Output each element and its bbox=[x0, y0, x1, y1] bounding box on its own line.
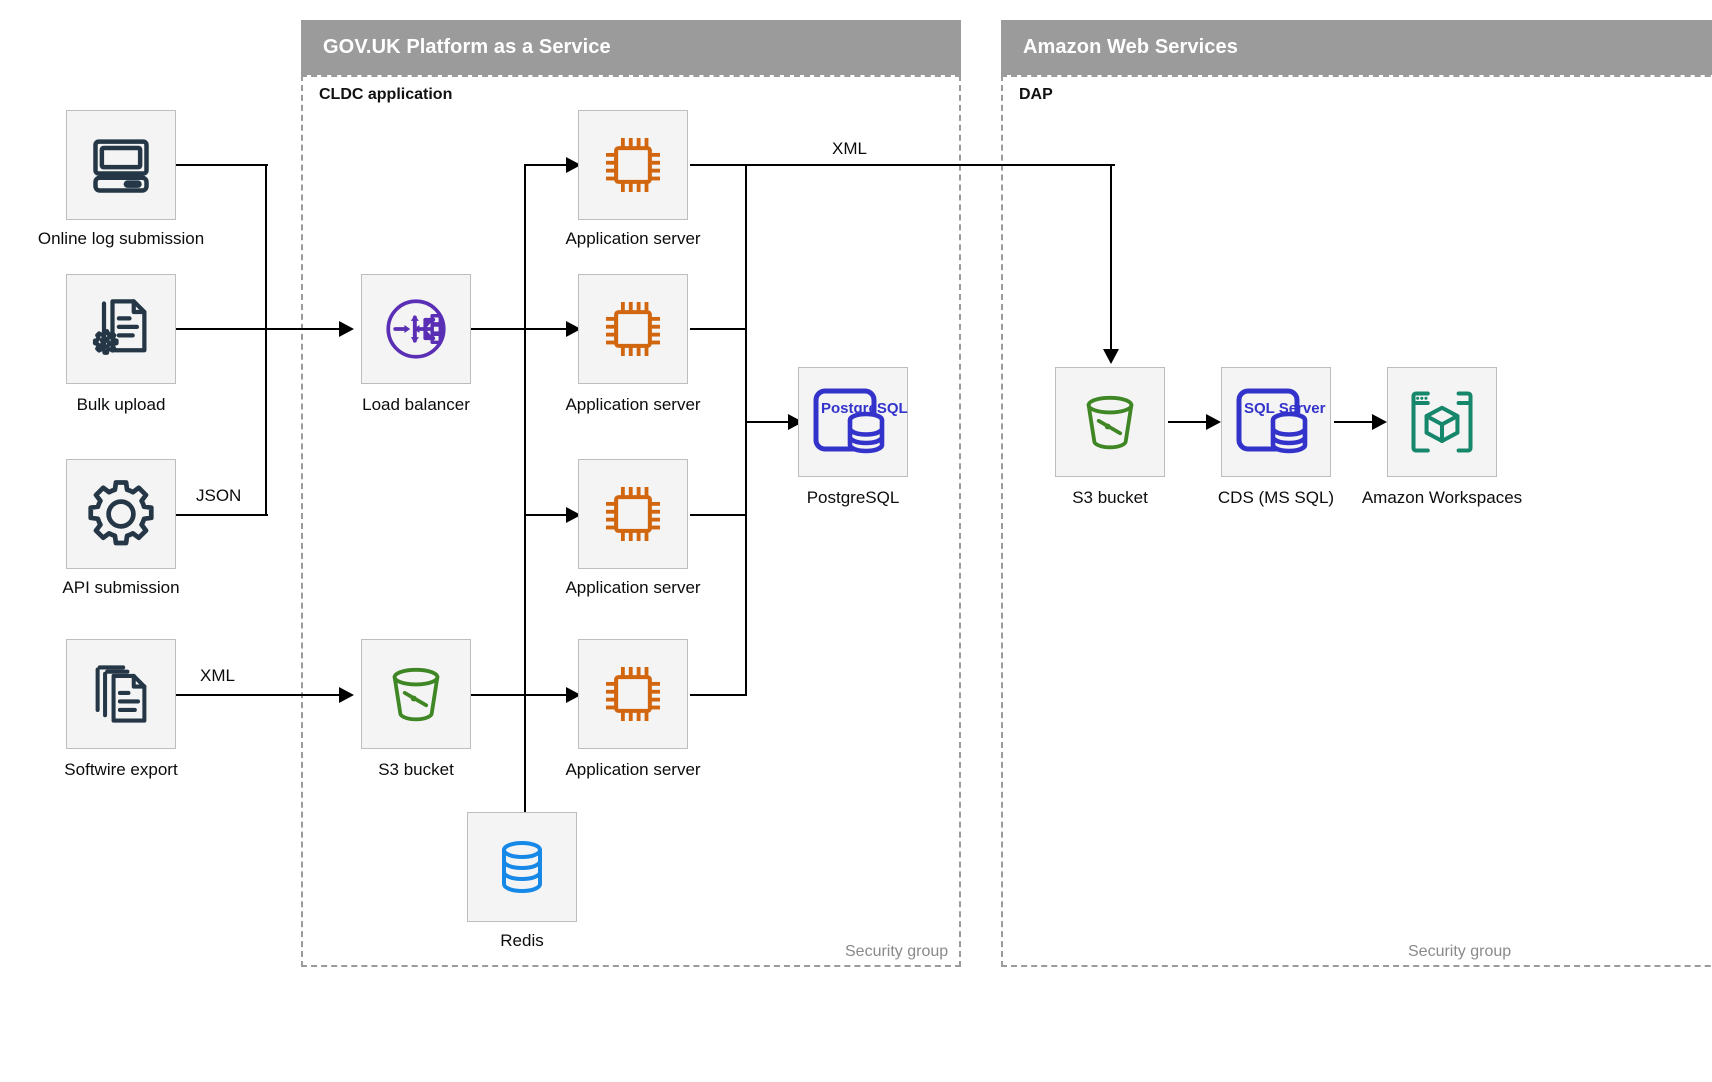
application-server-4-tile[interactable] bbox=[578, 639, 688, 749]
edge-app-distribution-bus bbox=[524, 164, 527, 796]
application-server-4-label: Application server bbox=[565, 760, 701, 779]
database-cylinder-icon bbox=[490, 835, 554, 899]
amazon-workspaces-icon bbox=[1404, 384, 1480, 460]
edge-api-to-bus bbox=[176, 514, 268, 517]
security-group-paas bbox=[301, 75, 961, 967]
redis-tile[interactable] bbox=[467, 812, 577, 922]
edge-s3-to-appbus bbox=[471, 694, 526, 697]
online-log-submission-tile[interactable] bbox=[66, 110, 176, 220]
amazon-workspaces-tile[interactable] bbox=[1387, 367, 1497, 477]
zone-title-aws: Amazon Web Services bbox=[1023, 36, 1238, 58]
application-server-3-tile[interactable] bbox=[578, 459, 688, 569]
edge-label-xml-softwire: XML bbox=[200, 666, 235, 685]
document-gear-icon bbox=[87, 295, 155, 363]
edge-app1-to-collector bbox=[690, 164, 747, 167]
sql-server-icon-text: SQL Server bbox=[1244, 400, 1326, 417]
application-server-1-tile[interactable] bbox=[578, 110, 688, 220]
s3-bucket-icon bbox=[380, 658, 452, 730]
edge-s3aws-to-cds bbox=[1168, 421, 1212, 424]
application-server-1-label: Application server bbox=[565, 229, 701, 248]
bulk-upload-tile[interactable] bbox=[66, 274, 176, 384]
edge-online-log-to-bus bbox=[176, 164, 268, 167]
edge-appbus-to-app4 bbox=[524, 694, 572, 697]
arrowhead-to-app3 bbox=[566, 507, 581, 523]
edge-app2-to-collector bbox=[690, 328, 747, 331]
s3-bucket-aws-tile[interactable] bbox=[1055, 367, 1165, 477]
cpu-chip-icon bbox=[597, 478, 669, 550]
gear-icon bbox=[85, 478, 157, 550]
postgresql-icon-text: PostgreSQL bbox=[821, 400, 908, 417]
arrowhead-to-app4 bbox=[566, 687, 581, 703]
application-server-2-label: Application server bbox=[565, 395, 701, 414]
softwire-export-label: Softwire export bbox=[64, 760, 178, 779]
arrowhead-to-app2 bbox=[566, 321, 581, 337]
arrowhead-to-workspaces bbox=[1372, 414, 1387, 430]
edge-redis-to-appbus bbox=[524, 694, 527, 814]
arrowhead-to-s3-aws bbox=[1103, 349, 1119, 364]
arrowhead-to-s3-paas bbox=[339, 687, 354, 703]
s3-bucket-aws-label: S3 bucket bbox=[1072, 488, 1148, 507]
security-group-aws bbox=[1001, 75, 1712, 967]
api-submission-label: API submission bbox=[62, 578, 180, 597]
load-balancer-tile[interactable] bbox=[361, 274, 471, 384]
edge-bus-to-lb bbox=[265, 328, 345, 331]
edge-softwire-to-s3 bbox=[176, 694, 344, 697]
cpu-chip-icon bbox=[597, 658, 669, 730]
s3-bucket-paas-tile[interactable] bbox=[361, 639, 471, 749]
edge-appbus-to-app3 bbox=[524, 514, 572, 517]
s3-bucket-paas-label: S3 bucket bbox=[378, 760, 454, 779]
arrowhead-to-load-balancer bbox=[339, 321, 354, 337]
desktop-computer-icon bbox=[87, 131, 155, 199]
sql-server-icon: SQL Server bbox=[1233, 382, 1326, 462]
zone-subtitle-paas: CLDC application bbox=[319, 86, 453, 103]
load-balancer-label: Load balancer bbox=[362, 395, 470, 414]
arrowhead-to-app1 bbox=[566, 157, 581, 173]
online-log-submission-label: Online log submission bbox=[37, 229, 205, 248]
edge-xml-to-aws bbox=[745, 164, 1115, 167]
edge-label-xml-aws: XML bbox=[832, 139, 867, 158]
edge-appbus-to-app2 bbox=[524, 328, 572, 331]
arrowhead-to-cds bbox=[1206, 414, 1221, 430]
cds-ms-sql-label: CDS (MS SQL) bbox=[1217, 488, 1335, 507]
edge-left-bus-vertical bbox=[265, 164, 268, 516]
edge-app3-to-collector bbox=[690, 514, 747, 517]
api-submission-tile[interactable] bbox=[66, 459, 176, 569]
documents-stack-icon bbox=[87, 660, 155, 728]
bulk-upload-label: Bulk upload bbox=[76, 395, 166, 414]
cpu-chip-icon bbox=[597, 293, 669, 365]
edge-collector-bus-vertical bbox=[745, 164, 748, 696]
redis-label: Redis bbox=[500, 931, 544, 950]
edge-xml-down-to-s3aws bbox=[1110, 164, 1113, 354]
zone-title-paas: GOV.UK Platform as a Service bbox=[323, 36, 611, 58]
security-group-label-paas: Security group bbox=[845, 943, 949, 960]
edge-lb-to-appbus bbox=[471, 328, 526, 331]
load-balancer-icon bbox=[379, 292, 453, 366]
s3-bucket-icon bbox=[1074, 386, 1146, 458]
cpu-chip-icon bbox=[597, 129, 669, 201]
edge-cds-to-workspaces bbox=[1334, 421, 1378, 424]
postgresql-tile[interactable]: PostgreSQL bbox=[798, 367, 908, 477]
edge-appbus-to-app1 bbox=[524, 164, 572, 167]
amazon-workspaces-label: Amazon Workspaces bbox=[1361, 488, 1523, 507]
postgresql-label: PostgreSQL bbox=[806, 488, 900, 507]
zone-subtitle-aws: DAP bbox=[1019, 86, 1053, 103]
postgresql-icon: PostgreSQL bbox=[810, 382, 908, 462]
security-group-label-aws: Security group bbox=[1408, 943, 1512, 960]
edge-collector-to-postgres bbox=[745, 421, 795, 424]
cds-ms-sql-tile[interactable]: SQL Server bbox=[1221, 367, 1331, 477]
zone-header-aws: Amazon Web Services bbox=[1001, 20, 1712, 75]
softwire-export-tile[interactable] bbox=[66, 639, 176, 749]
edge-label-json: JSON bbox=[196, 486, 242, 505]
edge-app4-to-collector bbox=[690, 694, 747, 697]
application-server-2-tile[interactable] bbox=[578, 274, 688, 384]
application-server-3-label: Application server bbox=[565, 578, 701, 597]
edge-bulk-upload-to-lb bbox=[176, 328, 350, 331]
zone-header-paas: GOV.UK Platform as a Service bbox=[301, 20, 961, 75]
